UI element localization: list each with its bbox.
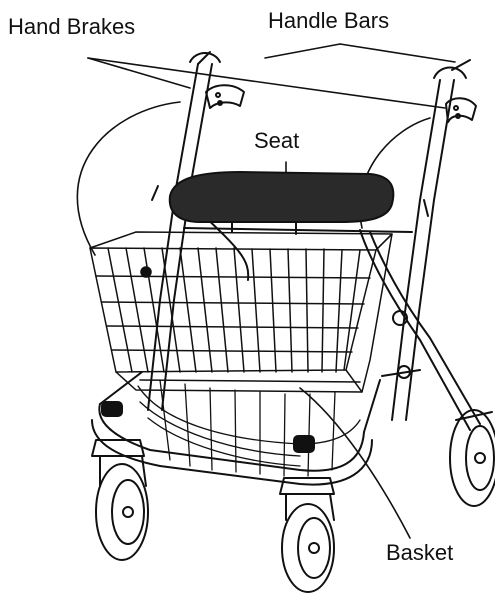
rear-right-wheel bbox=[450, 410, 495, 506]
label-hand-brakes: Hand Brakes bbox=[8, 14, 135, 40]
label-basket: Basket bbox=[386, 540, 453, 566]
seat bbox=[170, 172, 394, 234]
lower-mesh bbox=[138, 380, 360, 476]
front-left-caster bbox=[92, 402, 148, 560]
label-handle-bars: Handle Bars bbox=[268, 8, 389, 34]
front-right-caster bbox=[280, 436, 334, 592]
label-seat: Seat bbox=[254, 128, 299, 154]
